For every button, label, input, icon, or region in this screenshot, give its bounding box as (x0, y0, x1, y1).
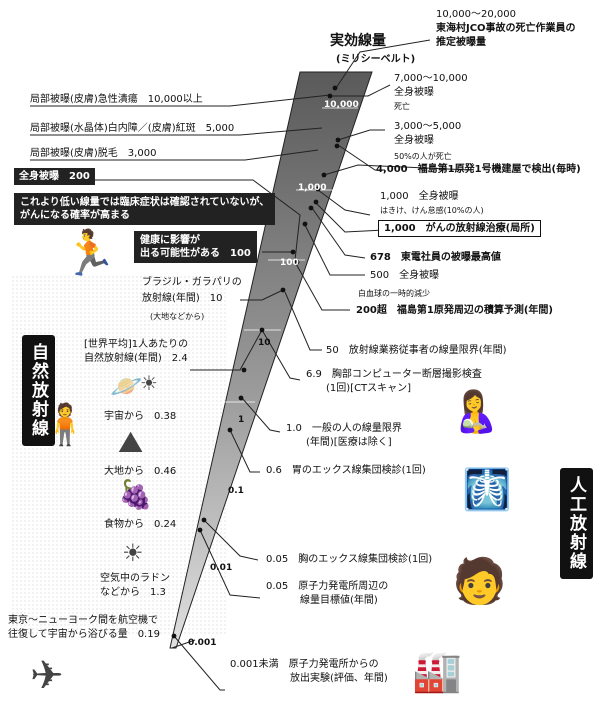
skin-hair-label: 局部被曝(皮膚)脱毛 3,000 (30, 148, 157, 159)
sun-icon: ☀ (140, 371, 158, 395)
radon-line-2: などから 1.3 (100, 587, 166, 598)
jco-line-1: 10,000～20,000 (436, 9, 516, 20)
plant-target-line-1: 0.05 原子力発電所周辺の (266, 581, 389, 592)
food-label: 食物から 0.24 (104, 519, 177, 530)
brazil-line-3: (大地などから) (150, 312, 205, 321)
public-line-1: 1.0 一般の人の線量限界 (286, 423, 402, 434)
half-line-3: 50%の人が死亡 (394, 152, 452, 161)
ct-line-1: 6.9 胸部コンピューター断層撮影検査 (306, 369, 482, 380)
half-line-1: 3,000～5,000 (394, 121, 462, 132)
cancer-note-line-1: これより低い線量では臨床症状は確認されていないが、 (20, 197, 270, 208)
mother-icon: 🤱 (450, 389, 500, 435)
power-plant-icon: 🏭 (412, 649, 462, 695)
wb1000-line-1: 1,000 全身被曝 (380, 191, 459, 202)
natural-radiation-label: 自然放射線 (22, 335, 55, 446)
tick-100: 100 (280, 258, 299, 268)
stomach-label: 0.6 胃のエックス線集団検診(1回) (266, 465, 426, 476)
tick-1000: 1,000 (298, 183, 327, 193)
tepco-label: 678 東電社員の被曝最高値 (370, 252, 501, 263)
death-line-2: 全身被曝 (394, 87, 434, 98)
release-line-1: 0.001未満 原子力発電所からの (230, 659, 379, 670)
flight-line-2: 往復して宇宙から浴びる量 0.19 (8, 629, 160, 640)
doctor-icon: 🩻 (462, 467, 512, 513)
airplane-icon: ✈ (30, 653, 64, 699)
skin-acute-label: 局部被曝(皮膚)急性潰瘍 10,000以上 (30, 94, 203, 105)
health-effect-line-2: 出る可能性がある 100 (140, 248, 251, 259)
woman-icon: 🧑 (452, 556, 507, 607)
food-icon: 🍇 (118, 478, 153, 511)
tick-10000: 10,000 (324, 100, 359, 110)
chest-label: 0.05 胸のエックス線集団検診(1回) (266, 554, 433, 565)
space-label: 宇宙から 0.38 (104, 411, 177, 422)
mountain-icon: ⛰ (118, 425, 144, 460)
health-effect-line-1: 健康に影響が (140, 235, 200, 246)
radon-line-1: 空気中のラドン (100, 573, 170, 584)
wb500-line-1: 500 全身被曝 (370, 270, 440, 281)
health-effect-box: 健康に影響が 出る可能性がある 100 (134, 231, 257, 263)
planet-icon: 🪐 (110, 372, 143, 402)
wb500-line-2: 白血球の一時的減少 (358, 289, 430, 298)
worker-limit-label: 50 放射線業務従事者の線量限界(年間) (326, 345, 507, 356)
wb1000-line-2: はきけ、けん怠感(10%の人) (380, 206, 484, 215)
half-line-2: 全身被曝 (394, 135, 434, 146)
earth-label: 大地から 0.46 (104, 466, 177, 477)
axis-unit: (ミリシーベルト) (336, 54, 416, 65)
brazil-line-1: ブラジル・ガラパリの (142, 277, 242, 288)
tick-0.1: 0.1 (228, 486, 244, 496)
death-line-1: 7,000～10,000 (394, 73, 468, 84)
runner-icon: 🏃 (62, 228, 117, 279)
cancer-note-box: これより低い線量では臨床症状は確認されていないが、 がんになる確率が高まる (14, 193, 276, 225)
public-line-2: (年間)[医療は除く] (306, 437, 392, 448)
person-icon: 🧍 (40, 402, 90, 448)
tick-1: 1 (238, 415, 245, 425)
tick-10: 10 (258, 338, 271, 348)
dose-wedge (169, 71, 373, 649)
release-line-2: 放出実験(評価、年間) (290, 673, 388, 684)
jco-line-3: 推定被曝量 (436, 37, 486, 48)
tick-0.001: 0.001 (188, 638, 217, 648)
death-line-3: 死亡 (394, 102, 410, 111)
flight-line-1: 東京～ニューヨーク間を航空機で (8, 615, 158, 626)
axis-title: 実効線量 (330, 33, 386, 49)
fukushima-200-label: 200超 福島第1原発周辺の積算予測(年間) (356, 305, 553, 316)
jco-line-2: 東海村JCO事故の死亡作業員の (436, 23, 576, 34)
artificial-radiation-label: 人工放射線 (560, 468, 593, 579)
whole-body-200-box: 全身被曝 200 (14, 168, 95, 185)
ct-line-2: (1回)[CTスキャン] (326, 383, 412, 394)
tick-0.01: 0.01 (210, 563, 233, 573)
world-avg-line-1: [世界平均]1人あたりの (84, 339, 189, 350)
brazil-line-2: 放射線(年間) 10 (142, 293, 223, 304)
fukushima-4000-label: 4,000 福島第1原発1号機建屋で検出(毎時) (376, 164, 581, 175)
cancer-note-line-2: がんになる確率が高まる (20, 210, 130, 221)
world-avg-line-2: 自然放射線(年間) 2.4 (84, 353, 188, 364)
radon-icon: ☀ (122, 539, 144, 567)
cancer-treatment-box: 1,000 がんの放射線治療(局所) (378, 220, 541, 237)
lens-erythema-label: 局部被曝(水晶体)白内障／(皮膚)紅斑 5,000 (30, 123, 235, 134)
plant-target-line-2: 線量目標値(年間) (300, 595, 378, 606)
